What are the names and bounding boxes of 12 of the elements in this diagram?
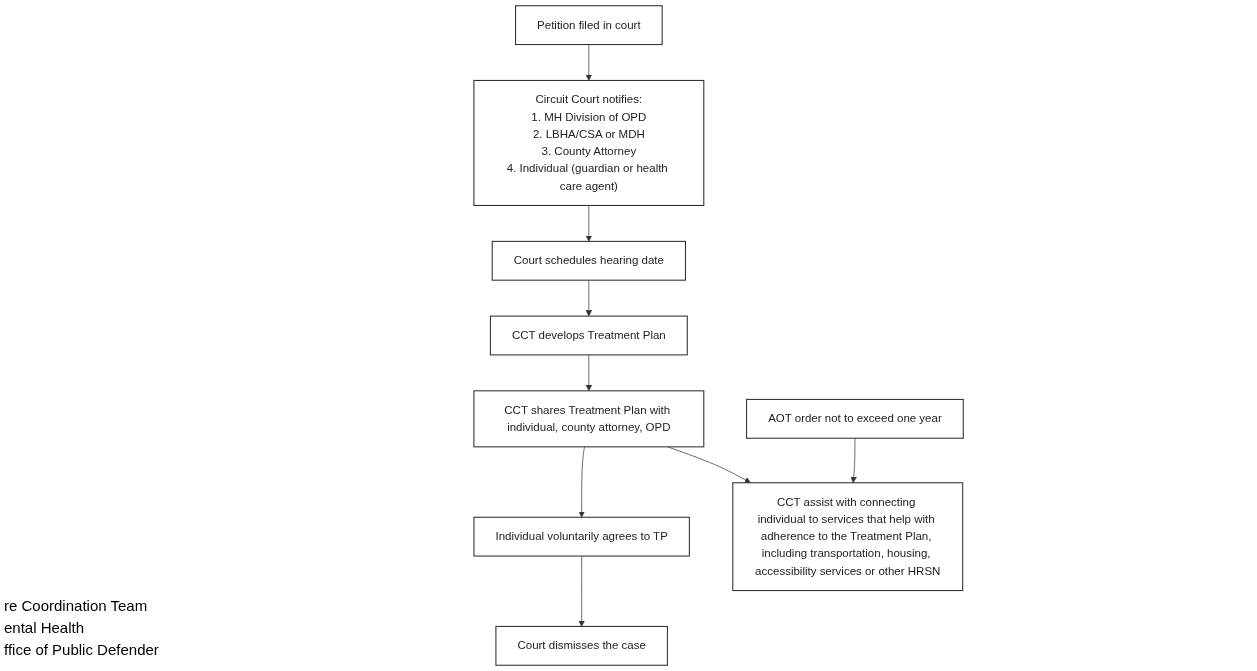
node-box: CCT assist with connecting individual to services that help with adherence to the Treatment Plan, including transportation, housing, accessibility services or other HRSN bbox=[732, 482, 964, 592]
note-text: re Coordination Team bbox=[4, 596, 149, 616]
note-text: ffice of Public Defender bbox=[4, 640, 159, 660]
node-box: Petition filed in court bbox=[514, 5, 663, 46]
node-box: AOT order not to exceed one year bbox=[745, 398, 964, 439]
node-box: Court dismisses the case bbox=[495, 625, 668, 666]
node-box: CCT shares Treatment Plan with individual, county attorney, OPD bbox=[473, 390, 705, 448]
note-text: ental Health bbox=[4, 618, 86, 638]
node-box: CCT develops Treatment Plan bbox=[489, 315, 688, 356]
node-box: Circuit Court notifies: 1. MH Division of OPD 2. LBHA/CSA or MDH 3. County Attorney 4. Individual (guardian or health care agent) bbox=[473, 79, 705, 206]
node-box: Individual voluntarily agrees to TP bbox=[473, 516, 690, 557]
node-box: Court schedules hearing date bbox=[491, 240, 686, 281]
